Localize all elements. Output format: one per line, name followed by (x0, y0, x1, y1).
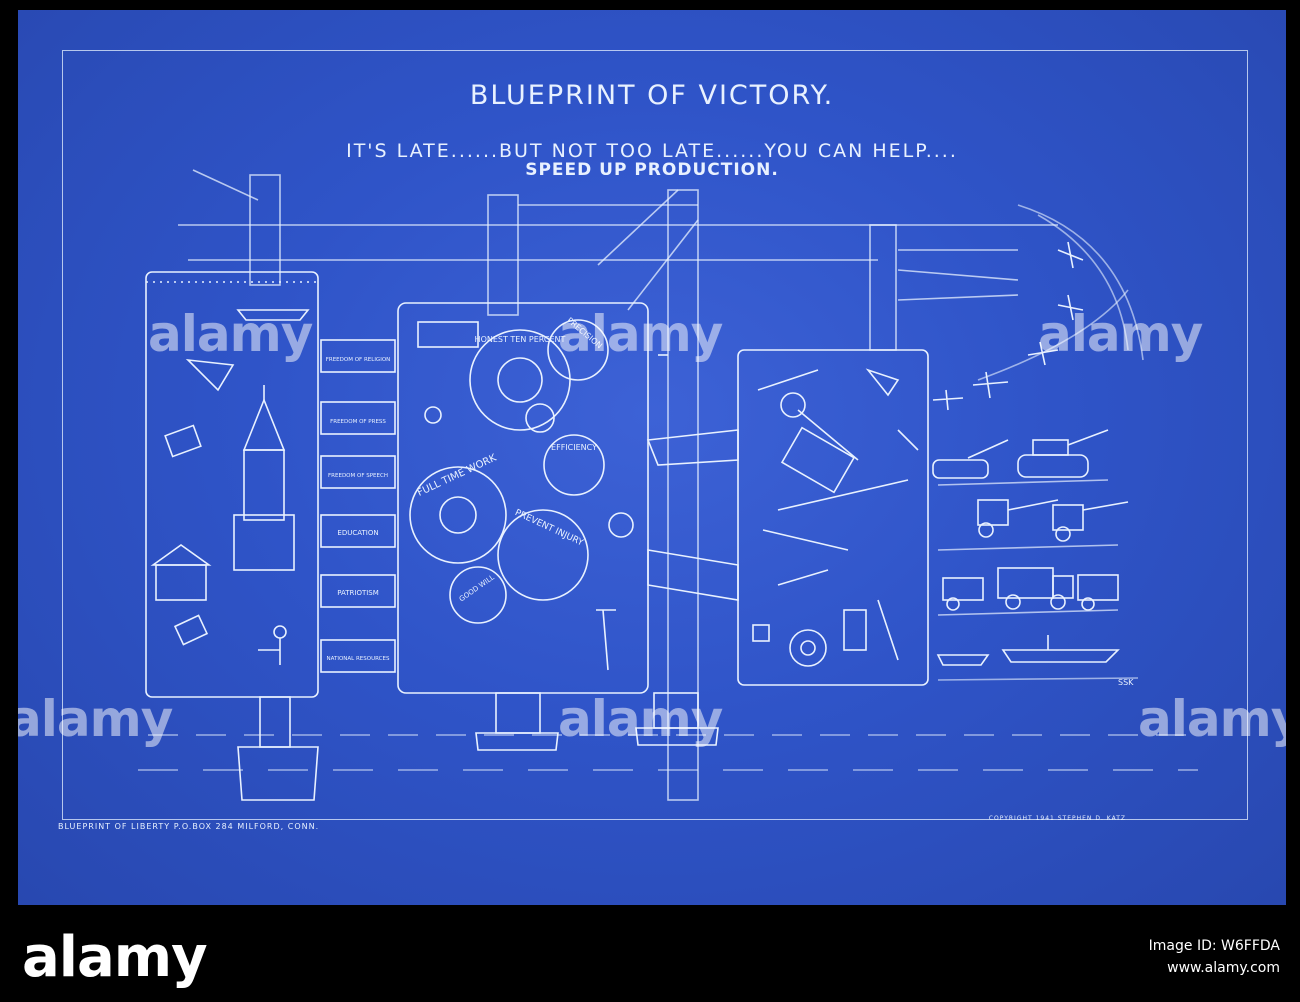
left-pedestal (237, 746, 319, 801)
poster-subtitle: IT'S LATE......BUT NOT TOO LATE......YOU… (346, 140, 958, 162)
drawer-label: NATIONAL RESOURCES (327, 656, 390, 662)
connector-beam (647, 549, 739, 601)
artillery-icon (977, 499, 1129, 542)
stock-logo: alamy (22, 925, 208, 990)
airplane-icon (932, 241, 1084, 411)
blueprint-poster: FREEDOM OF RELIGION FREEDOM OF PRESS FRE… (18, 10, 1286, 905)
watermark: alamy (558, 305, 723, 363)
flag-icon (185, 358, 235, 392)
gear-label: PREVENT INJURY (513, 508, 585, 549)
drawer-label: FREEDOM OF RELIGION (326, 357, 391, 363)
gear-icon (497, 509, 589, 601)
drawer-label: EDUCATION (337, 529, 378, 537)
drawer-label: FREEDOM OF SPEECH (328, 473, 388, 479)
drawer-labels: FREEDOM OF RELIGION FREEDOM OF PRESS FRE… (326, 357, 391, 662)
person-icon (258, 625, 287, 665)
watermark: alamy (1038, 305, 1203, 363)
gear-label: GOOD WILL (458, 573, 496, 603)
stock-photo-bar (0, 905, 1300, 1002)
gear-label: HONEST TEN PERCENT (475, 335, 566, 344)
image-id: Image ID: W6FFDA (1148, 938, 1280, 954)
watermark: alamy (1138, 690, 1286, 748)
middle-pedestal (475, 732, 559, 751)
church-icon (233, 385, 295, 571)
schoolhouse-icon (150, 544, 212, 601)
oil-can-icon (843, 609, 867, 651)
book-icon (164, 424, 209, 646)
publisher-credit: BLUEPRINT OF LIBERTY P.O.BOX 284 MILFORD… (58, 822, 320, 831)
copyright-credit: COPYRIGHT 1941 STEPHEN D. KATZ (988, 815, 1126, 822)
poster-call-to-action: SPEED UP PRODUCTION. (525, 160, 779, 180)
gear-icon (409, 466, 507, 564)
gear-cabinet (397, 302, 668, 751)
drawer-stack (320, 339, 396, 673)
wheel-icon (789, 629, 827, 667)
tool-cabinet (737, 349, 929, 686)
tank-icon (932, 429, 1109, 479)
gauge-icon (780, 392, 806, 418)
right-pedestal (635, 727, 719, 746)
truck-icon (942, 567, 1119, 611)
ship-icon (236, 309, 310, 321)
artist-signature: SSK (1118, 678, 1134, 687)
steel-frame (178, 169, 1058, 801)
gear-icon (469, 329, 571, 431)
watermark: alamy (18, 690, 173, 748)
hammer-icon (877, 599, 899, 661)
gear-icon (543, 434, 605, 496)
machine-illustration: FREEDOM OF RELIGION FREEDOM OF PRESS FRE… (138, 169, 1198, 801)
left-cabinet (145, 271, 319, 801)
drawer-label: PATRIOTISM (337, 589, 379, 597)
production-output (932, 204, 1144, 681)
drawer-label: FREEDOM OF PRESS (330, 419, 386, 425)
poster-title: BLUEPRINT OF VICTORY. (469, 80, 835, 111)
stock-url: www.alamy.com (1167, 960, 1280, 976)
stock-image-info: Image ID: W6FFDA www.alamy.com (1149, 935, 1280, 979)
gear-label: EFFICIENCY (551, 443, 597, 452)
lever-icon (602, 609, 609, 671)
ship-icon (936, 635, 1120, 666)
watermark: alamy (558, 690, 723, 748)
connector-beam (646, 429, 739, 466)
gear-icon (449, 566, 507, 624)
poster-border (62, 50, 1248, 820)
floor-lines (138, 734, 1198, 771)
watermark: alamy (148, 305, 313, 363)
gear-icon (547, 319, 609, 381)
